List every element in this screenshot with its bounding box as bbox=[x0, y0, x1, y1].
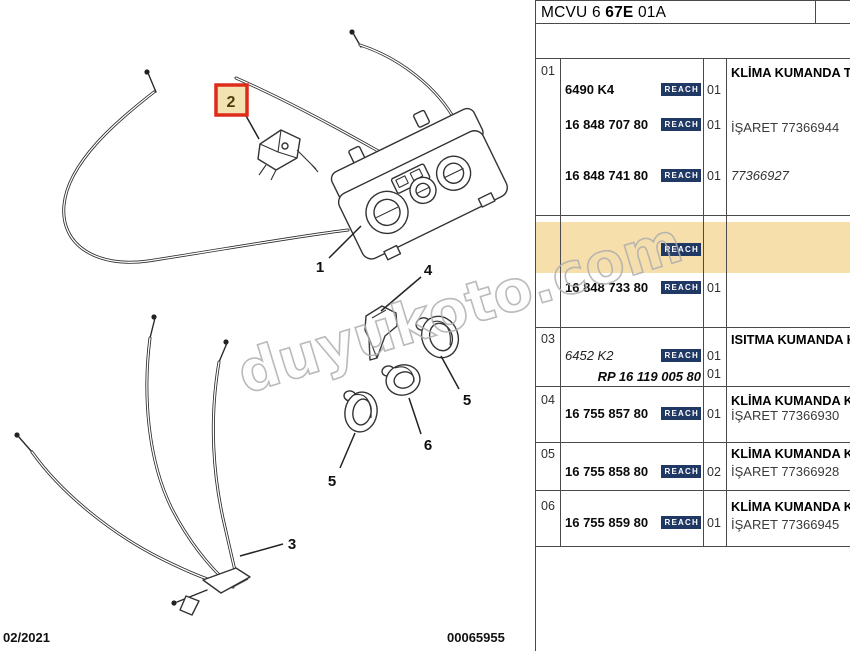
row-item-number: 04 bbox=[541, 393, 555, 407]
table-gridline bbox=[535, 58, 850, 59]
table-gridline bbox=[535, 0, 850, 1]
panel-knob-left bbox=[365, 190, 409, 235]
page-code: MCVU 6 67E 01A bbox=[541, 4, 666, 22]
footer-doc-number: 00065955 bbox=[447, 630, 505, 645]
table-gridline bbox=[535, 546, 850, 547]
part-quantity: 02 bbox=[707, 465, 721, 479]
reach-badge[interactable]: REACH bbox=[660, 281, 701, 294]
part-description-line: KLİMA KUMANDA KA bbox=[731, 446, 850, 461]
part-quantity: 01 bbox=[707, 407, 721, 421]
table-gridline bbox=[535, 442, 850, 443]
part-number[interactable]: 16 755 859 80 bbox=[565, 515, 649, 530]
reach-badge[interactable]: REACH bbox=[660, 465, 701, 478]
part-description-line: KLİMA KUMANDA TA bbox=[731, 65, 850, 80]
exploded-parts-diagram: 1 2 3 4 5 6 5 bbox=[14, 29, 508, 616]
part-quantity: 01 bbox=[707, 169, 721, 183]
reach-badge[interactable]: REACH bbox=[660, 169, 701, 182]
part-number[interactable]: 16 848 741 80 bbox=[565, 168, 649, 183]
part-quantity: 01 bbox=[707, 83, 721, 97]
part-description-line: KLİMA KUMANDA KA bbox=[731, 499, 850, 514]
table-gridline bbox=[560, 58, 561, 546]
cable-assembly-item-3 bbox=[14, 314, 251, 616]
table-gridline bbox=[726, 58, 727, 546]
part-quantity: 01 bbox=[707, 281, 721, 295]
knob-item-5-upper bbox=[415, 315, 460, 359]
table-gridline bbox=[535, 215, 850, 216]
callout-2-highlight-box: 2 bbox=[214, 83, 249, 117]
callout-4: 4 bbox=[424, 262, 433, 279]
page-code-bold: 67E bbox=[605, 4, 634, 21]
part-quantity: 01 bbox=[707, 516, 721, 530]
part-number[interactable]: RP 16 119 005 80 bbox=[597, 369, 701, 384]
climate-control-panel-item-1 bbox=[330, 107, 508, 261]
callout-5-upper: 5 bbox=[463, 392, 471, 409]
panel-knob-middle bbox=[409, 176, 437, 205]
reach-badge[interactable]: REACH bbox=[660, 83, 701, 96]
knob-item-6 bbox=[381, 364, 421, 396]
part-number[interactable]: 16 755 858 80 bbox=[565, 464, 649, 479]
callout-5-lower: 5 bbox=[328, 473, 336, 490]
table-gridline bbox=[535, 23, 850, 24]
part-quantity: 01 bbox=[707, 349, 721, 363]
table-gridline bbox=[815, 0, 816, 23]
page-code-prefix: MCVU 6 bbox=[541, 4, 606, 21]
callout-3: 3 bbox=[288, 536, 296, 553]
table-gridline bbox=[535, 490, 850, 491]
part-description-line: İŞARET 77366944 bbox=[731, 120, 840, 135]
reach-badge[interactable]: REACH bbox=[660, 118, 701, 131]
part-number[interactable]: 6452 K2 bbox=[565, 348, 614, 363]
reach-badge[interactable]: REACH bbox=[660, 407, 701, 420]
reach-badge[interactable]: REACH bbox=[660, 243, 701, 256]
table-gridline bbox=[535, 0, 536, 651]
row-item-number: 03 bbox=[541, 332, 555, 346]
part-description-line: İŞARET 77366945 bbox=[731, 517, 840, 532]
part-number[interactable]: 6490 K4 bbox=[565, 82, 615, 97]
part-quantity: 01 bbox=[707, 367, 721, 381]
table-gridline bbox=[535, 386, 850, 387]
table-gridline bbox=[535, 327, 850, 328]
callout-2: 2 bbox=[227, 94, 236, 111]
part-quantity: 01 bbox=[707, 118, 721, 132]
knob-item-5-lower bbox=[343, 390, 378, 433]
part-number[interactable]: 16 755 857 80 bbox=[565, 406, 649, 421]
callout-1: 1 bbox=[316, 259, 324, 276]
part-description-line: İŞARET 77366928 bbox=[731, 464, 840, 479]
row-item-number: 01 bbox=[541, 64, 555, 78]
part-number[interactable]: 16 848 733 80 bbox=[565, 280, 649, 295]
page-code-suffix: 01A bbox=[633, 4, 667, 21]
cable-end-bracket bbox=[171, 567, 251, 616]
reach-badge[interactable]: REACH bbox=[660, 349, 701, 362]
part-description-line: İŞARET 77366930 bbox=[731, 408, 840, 423]
row-item-number: 06 bbox=[541, 499, 555, 513]
part-description-line: ISITMA KUMANDA KA bbox=[731, 332, 850, 347]
cable-top-left bbox=[62, 69, 350, 264]
footer-date: 02/2021 bbox=[3, 630, 50, 645]
reach-badge[interactable]: REACH bbox=[660, 516, 701, 529]
part-number[interactable]: 16 848 707 80 bbox=[565, 117, 649, 132]
part-description-line: 77366927 bbox=[731, 168, 789, 183]
callout-leader-lines bbox=[239, 113, 460, 557]
callout-6: 6 bbox=[424, 437, 432, 454]
panel-knob-right bbox=[435, 155, 472, 191]
part-description-line: KLİMA KUMANDA KA bbox=[731, 393, 850, 408]
cable-middle bbox=[234, 76, 382, 154]
clip-item-4 bbox=[364, 305, 398, 361]
neck-heater-switch-item-2 bbox=[257, 129, 319, 181]
row-item-number: 05 bbox=[541, 447, 555, 461]
table-gridline bbox=[703, 58, 704, 546]
